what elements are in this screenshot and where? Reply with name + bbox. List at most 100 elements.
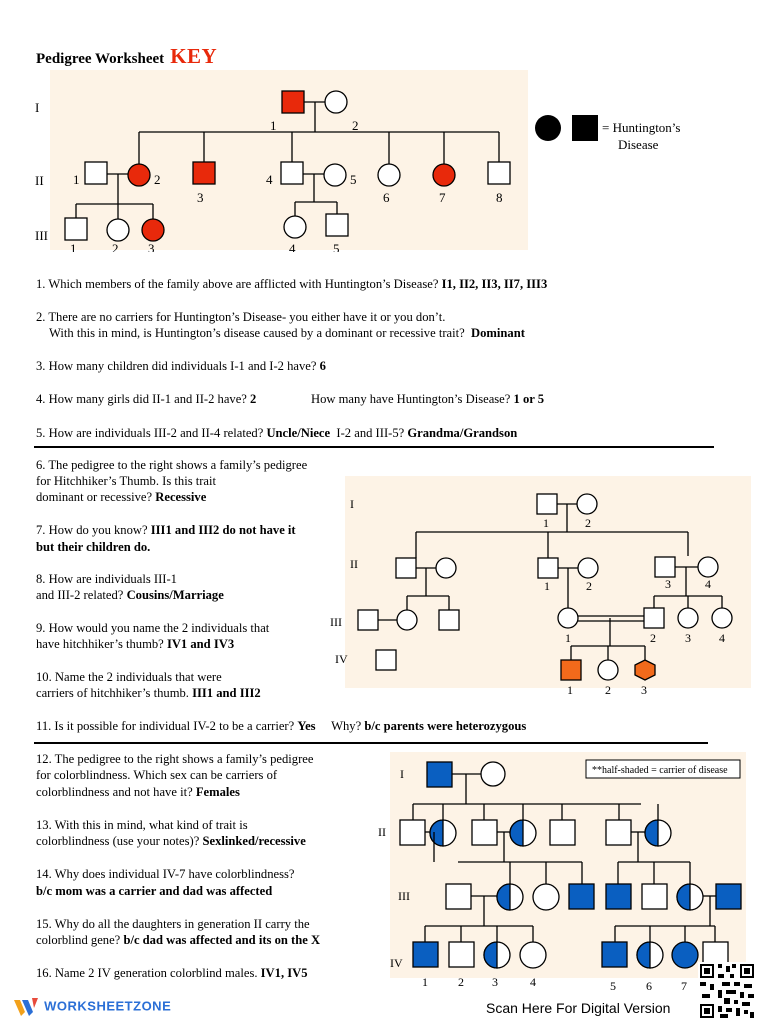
ped1-II4 xyxy=(280,161,304,185)
section-divider-1 xyxy=(34,446,714,448)
ped1-III2 xyxy=(106,218,130,242)
ped1-I2 xyxy=(324,90,348,114)
ped2-gen-II: II xyxy=(350,557,358,571)
ped2-label: 3 xyxy=(641,683,647,697)
question-2b: With this in mind, is Huntington’s disea… xyxy=(49,326,525,340)
ped2-label: 4 xyxy=(705,577,711,591)
ped3-label: 1 xyxy=(422,975,428,989)
ped1-II3 xyxy=(192,161,216,185)
ped3-label: 2 xyxy=(458,975,464,989)
q15-line1: 15. Why do all the daughters in generati… xyxy=(36,917,310,931)
ped1-II5 xyxy=(323,163,347,187)
q6-line2: for Hitchhiker’s Thumb. Is this trait xyxy=(36,474,217,488)
ped1-II1 xyxy=(84,161,108,185)
ped1-label: 5 xyxy=(350,172,357,187)
ped2-label: 2 xyxy=(605,683,611,697)
ped2-label: 1 xyxy=(543,516,549,530)
ped2-label: 1 xyxy=(565,631,571,645)
title-text: Pedigree Worksheet xyxy=(36,51,165,67)
legend-text-2: Disease xyxy=(618,137,659,152)
ped3-gen-IV: IV xyxy=(390,956,403,970)
question-4a: 4. How many girls did II-1 and II-2 have… xyxy=(36,392,257,406)
q11: 11. Is it possible for individual IV-2 t… xyxy=(36,719,527,733)
ped2-label: 1 xyxy=(567,683,573,697)
ped1-label: 6 xyxy=(383,190,390,205)
q8-line1: 8. How are individuals III-1 xyxy=(36,572,177,586)
ped1-II6 xyxy=(377,163,401,187)
q15-line2: colorblind gene? b/c dad was affected an… xyxy=(36,933,321,947)
q9-line1: 9. How would you name the 2 individuals … xyxy=(36,621,270,635)
q14-line2: b/c mom was a carrier and dad was affect… xyxy=(36,884,273,898)
ped1-label: 3 xyxy=(148,241,155,252)
q14-line1: 14. Why does individual IV-7 have colorb… xyxy=(36,867,295,881)
ped2-gen-I: I xyxy=(350,497,354,511)
ped3-label: 3 xyxy=(492,975,498,989)
colorblind-pedigree: **half-shaded = carrier of disease I II … xyxy=(378,752,746,993)
q12-line1: 12. The pedigree to the right shows a fa… xyxy=(36,752,314,766)
ped1-label: 4 xyxy=(289,241,296,252)
ped1-label: 8 xyxy=(496,190,503,205)
legend-text-1: = Huntington’s xyxy=(602,120,681,135)
question-2a: 2. There are no carriers for Huntington’… xyxy=(36,310,446,324)
colorblind-legend: **half-shaded = carrier of disease xyxy=(592,765,728,776)
ped2-label: 3 xyxy=(665,577,671,591)
q13-line1: 13. With this in mind, what kind of trai… xyxy=(36,818,248,832)
q12-line2: for colorblindness. Which sex can be car… xyxy=(36,768,278,782)
ped2-label: 2 xyxy=(650,631,656,645)
ped3-label: 4 xyxy=(530,975,536,989)
qr-code-icon[interactable] xyxy=(698,962,756,1020)
q16: 16. Name 2 IV generation colorblind male… xyxy=(36,966,308,980)
brand-logo: WORKSHEETZONE xyxy=(12,996,171,1018)
ped2-label: 2 xyxy=(585,516,591,530)
ped1-label: 4 xyxy=(266,172,273,187)
ped1-II2 xyxy=(127,163,151,187)
key-label: KEY xyxy=(170,44,218,68)
question-5: 5. How are individuals III-2 and II-4 re… xyxy=(36,426,518,440)
huntington-legend xyxy=(535,115,598,141)
question-3: 3. How many children did individuals I-1… xyxy=(36,359,326,373)
ped1-label: 3 xyxy=(197,190,204,205)
ped1-I1 xyxy=(281,90,305,114)
ped2-label: 3 xyxy=(685,631,691,645)
ped2-label: 1 xyxy=(544,579,550,593)
ped1-gen-III: III xyxy=(35,228,48,243)
ped3-gen-II: II xyxy=(378,825,386,839)
ped2-label: 4 xyxy=(719,631,725,645)
ped3-label: 5 xyxy=(610,979,616,993)
ped1-label: 1 xyxy=(70,241,77,252)
ped1-III4 xyxy=(283,215,307,239)
ped1-II7 xyxy=(432,163,456,187)
q12-line3: colorblindness and not have it? Females xyxy=(36,785,240,799)
question-4b: How many have Huntington’s Disease? 1 or… xyxy=(311,392,545,406)
scan-text: Scan Here For Digital Version xyxy=(486,1000,671,1016)
ped1-label: 2 xyxy=(112,241,119,252)
ped3-gen-III: III xyxy=(398,889,410,903)
section-divider-2 xyxy=(34,742,708,744)
page-title: Pedigree Worksheet KEY xyxy=(36,44,217,69)
ped1-gen-I: I xyxy=(35,100,39,115)
ped1-label: 2 xyxy=(154,172,161,187)
ped3-label: 6 xyxy=(646,979,652,993)
q8-line2: and III-2 related? Cousins/Marriage xyxy=(36,588,224,602)
ped1-III5 xyxy=(325,213,349,237)
q10-line1: 10. Name the 2 individuals that were xyxy=(36,670,222,684)
huntington-pedigree: I II III 1 2 1 2 3 4 5 6 7 8 1 2 3 4 5 xyxy=(35,70,528,252)
q10-line2: carriers of hitchhiker’s thumb. III1 and… xyxy=(36,686,261,700)
ped1-III1 xyxy=(64,217,88,241)
hitchhiker-pedigree: I II III IV 1 2 1 2 3 4 1 2 3 4 1 2 3 xyxy=(330,476,751,697)
ped3-gen-I: I xyxy=(400,767,404,781)
ped1-label: 1 xyxy=(73,172,80,187)
q7-line2: but their children do. xyxy=(36,540,151,554)
ped2-gen-IV: IV xyxy=(335,652,348,666)
q9-line2: have hitchhiker’s thumb? IV1 and IV3 xyxy=(36,637,235,651)
q7-line1: 7. How do you know? III1 and III2 do not… xyxy=(36,523,296,537)
ped1-label: 1 xyxy=(270,118,277,133)
q13-line2: colorblindness (use your notes)? Sexlink… xyxy=(36,834,306,848)
ped1-gen-II: II xyxy=(35,173,44,188)
brand-text-zone: ZONE xyxy=(133,998,172,1014)
ped1-label: 7 xyxy=(439,190,446,205)
ped2-label: 2 xyxy=(586,579,592,593)
ped3-label: 7 xyxy=(681,979,687,993)
q6-line1: 6. The pedigree to the right shows a fam… xyxy=(36,458,308,472)
ped1-II8 xyxy=(487,161,511,185)
